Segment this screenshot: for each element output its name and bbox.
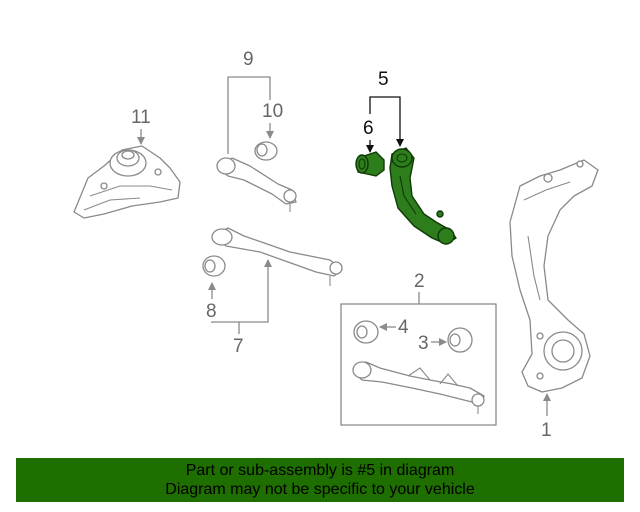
part-10-bushing[interactable] — [254, 141, 278, 161]
callout-10: 10 — [262, 101, 283, 122]
callout-6: 6 — [363, 118, 374, 139]
part-9-upper-link-arm[interactable] — [216, 157, 297, 212]
part-11-subframe-mount[interactable] — [73, 145, 181, 219]
callout-9: 9 — [243, 49, 254, 70]
part-1-steering-knuckle[interactable] — [509, 159, 599, 393]
callout-11: 11 — [131, 107, 151, 128]
part-2-lower-control-arm[interactable] — [352, 361, 485, 414]
part-5-upper-control-arm[interactable] — [389, 147, 457, 245]
banner-line-1: Part or sub-assembly is #5 in diagram — [185, 462, 455, 479]
leader-7 — [211, 259, 272, 323]
part-3-bushing[interactable] — [447, 327, 473, 353]
callout-5: 5 — [378, 69, 389, 90]
callout-8: 8 — [206, 301, 217, 322]
part-2-kit-box[interactable] — [340, 303, 497, 426]
info-banner: Part or sub-assembly is #5 in diagram Di… — [16, 458, 624, 502]
part-4-bushing[interactable] — [353, 320, 379, 344]
part-6-bushing[interactable] — [355, 151, 385, 177]
callout-7: 7 — [233, 336, 244, 357]
info-banner-background — [16, 458, 624, 502]
callout-4: 4 — [398, 317, 409, 338]
callout-1: 1 — [541, 420, 552, 441]
callout-3: 3 — [418, 333, 429, 354]
callout-2: 2 — [414, 271, 425, 292]
leader-9 — [227, 76, 271, 154]
part-8-bushing[interactable] — [202, 255, 226, 277]
part-7-lower-link[interactable] — [211, 227, 343, 286]
leader-5 — [369, 96, 404, 147]
banner-line-2: Diagram may not be specific to your vehi… — [165, 481, 475, 498]
